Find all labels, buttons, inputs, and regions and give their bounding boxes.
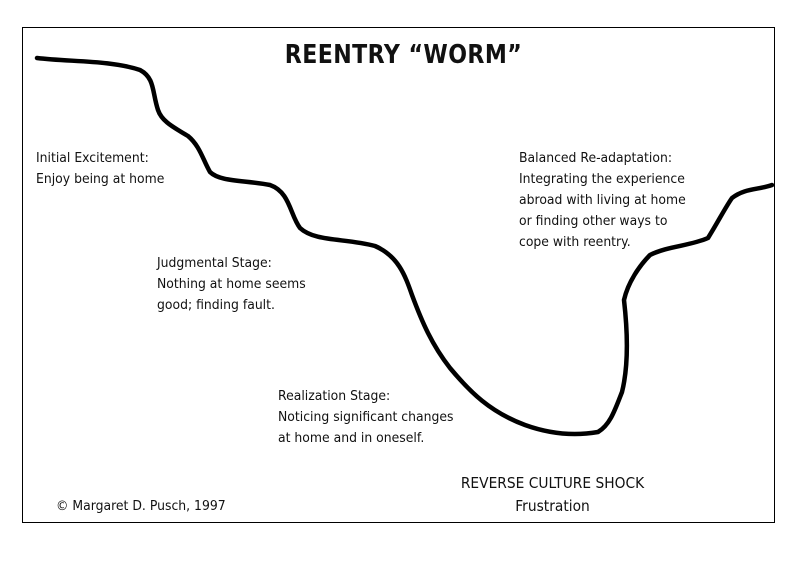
stage-heading: Judgmental Stage:	[157, 255, 272, 271]
frustration-label: Frustration	[515, 497, 590, 515]
stage-description: cope with reentry.	[519, 234, 631, 250]
diagram-title: REENTRY “WORM”	[284, 40, 523, 70]
stage-description: good; finding fault.	[157, 297, 275, 313]
stage-description: or finding other ways to	[519, 213, 668, 229]
stage-realization: Realization Stage: Noticing significant …	[278, 386, 453, 449]
stage-heading: Realization Stage:	[278, 388, 391, 404]
worm-line	[34, 55, 775, 437]
stage-description: at home and in oneself.	[278, 430, 425, 446]
reverse-culture-shock-label: REVERSE CULTURE SHOCK Frustration	[440, 472, 665, 518]
stage-description: Nothing at home seems	[157, 276, 306, 292]
stage-description: abroad with living at home	[519, 192, 686, 208]
copyright-notice: © Margaret D. Pusch, 1997	[56, 498, 226, 514]
stage-heading: Initial Excitement:	[36, 150, 149, 166]
stage-balanced-readaptation: Balanced Re-adaptation: Integrating the …	[519, 148, 686, 253]
stage-description: Noticing significant changes	[278, 409, 454, 425]
stage-description: Integrating the experience	[519, 171, 685, 187]
stage-judgmental: Judgmental Stage: Nothing at home seems …	[157, 253, 306, 316]
stage-heading: Balanced Re-adaptation:	[519, 150, 673, 166]
stage-initial-excitement: Initial Excitement: Enjoy being at home	[36, 148, 164, 190]
reverse-culture-shock-heading: REVERSE CULTURE SHOCK	[460, 474, 645, 492]
diagram-frame	[22, 27, 775, 523]
stage-description: Enjoy being at home	[36, 171, 165, 187]
